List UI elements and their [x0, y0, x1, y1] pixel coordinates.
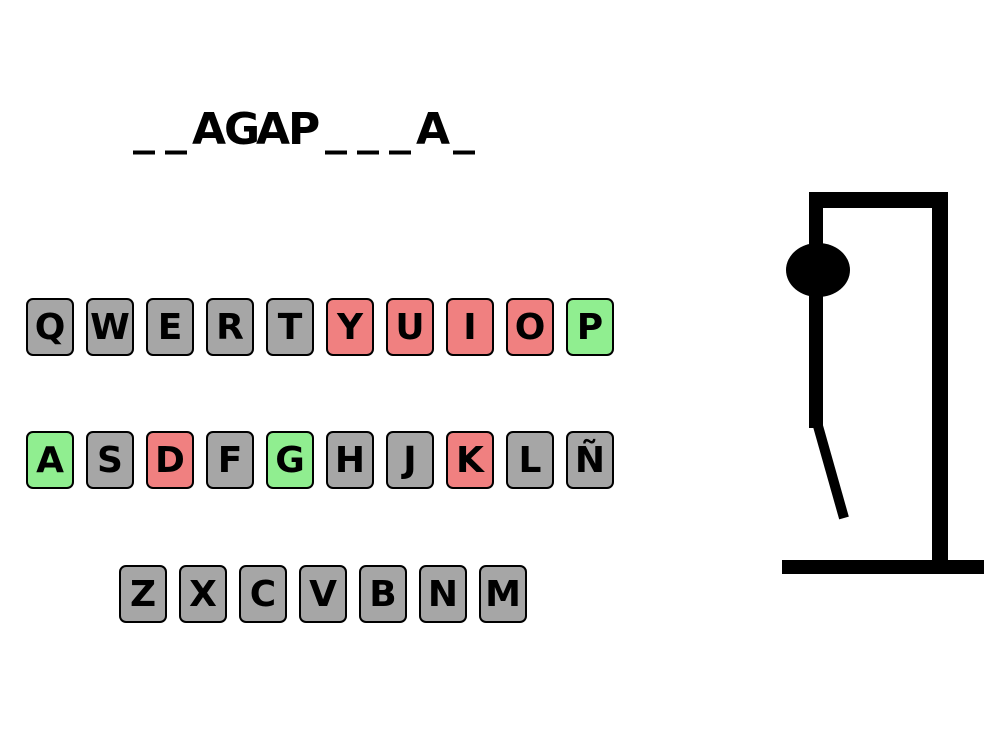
letter-slot: _ [389, 104, 411, 155]
letter-slot: _ [133, 104, 155, 155]
key-i[interactable]: I [446, 298, 494, 356]
letter-slot: _ [165, 104, 187, 155]
letter-slot: A [256, 104, 291, 155]
key-u[interactable]: U [386, 298, 434, 356]
key-p[interactable]: P [566, 298, 614, 356]
key-s[interactable]: S [86, 431, 134, 489]
keyboard-row-2: A S D F G H J K L Ñ [26, 431, 614, 489]
letter-slot: G [224, 104, 261, 155]
letter-slot: _ [357, 104, 379, 155]
key-y[interactable]: Y [326, 298, 374, 356]
hangman-left-leg [813, 424, 849, 520]
key-c[interactable]: C [239, 565, 287, 623]
letter-slot: _ [325, 104, 347, 155]
key-d[interactable]: D [146, 431, 194, 489]
letter-slot: A [416, 104, 451, 155]
key-b[interactable]: B [359, 565, 407, 623]
letter-slot: P [288, 104, 321, 155]
gallows-post [932, 192, 948, 570]
letter-slot: A [192, 104, 227, 155]
key-r[interactable]: R [206, 298, 254, 356]
key-k[interactable]: K [446, 431, 494, 489]
key-f[interactable]: F [206, 431, 254, 489]
key-q[interactable]: Q [26, 298, 74, 356]
key-x[interactable]: X [179, 565, 227, 623]
gallows-rope [809, 192, 823, 428]
key-m[interactable]: M [479, 565, 527, 623]
keyboard-row-3: Z X C V B N M [119, 565, 527, 623]
key-e[interactable]: E [146, 298, 194, 356]
gallows-base [782, 560, 984, 574]
key-a[interactable]: A [26, 431, 74, 489]
key-h[interactable]: H [326, 431, 374, 489]
key-z[interactable]: Z [119, 565, 167, 623]
hangman-gallows-icon [782, 192, 984, 574]
key-w[interactable]: W [86, 298, 134, 356]
gallows-beam [809, 192, 948, 208]
hangman-head [786, 243, 850, 297]
key-v[interactable]: V [299, 565, 347, 623]
word-display: _ _ A G A P _ _ _ A _ [128, 100, 480, 160]
key-enye[interactable]: Ñ [566, 431, 614, 489]
key-n[interactable]: N [419, 565, 467, 623]
key-g[interactable]: G [266, 431, 314, 489]
keyboard-row-1: Q W E R T Y U I O P [26, 298, 614, 356]
key-o[interactable]: O [506, 298, 554, 356]
key-t[interactable]: T [266, 298, 314, 356]
key-j[interactable]: J [386, 431, 434, 489]
letter-slot: _ [453, 104, 475, 155]
key-l[interactable]: L [506, 431, 554, 489]
